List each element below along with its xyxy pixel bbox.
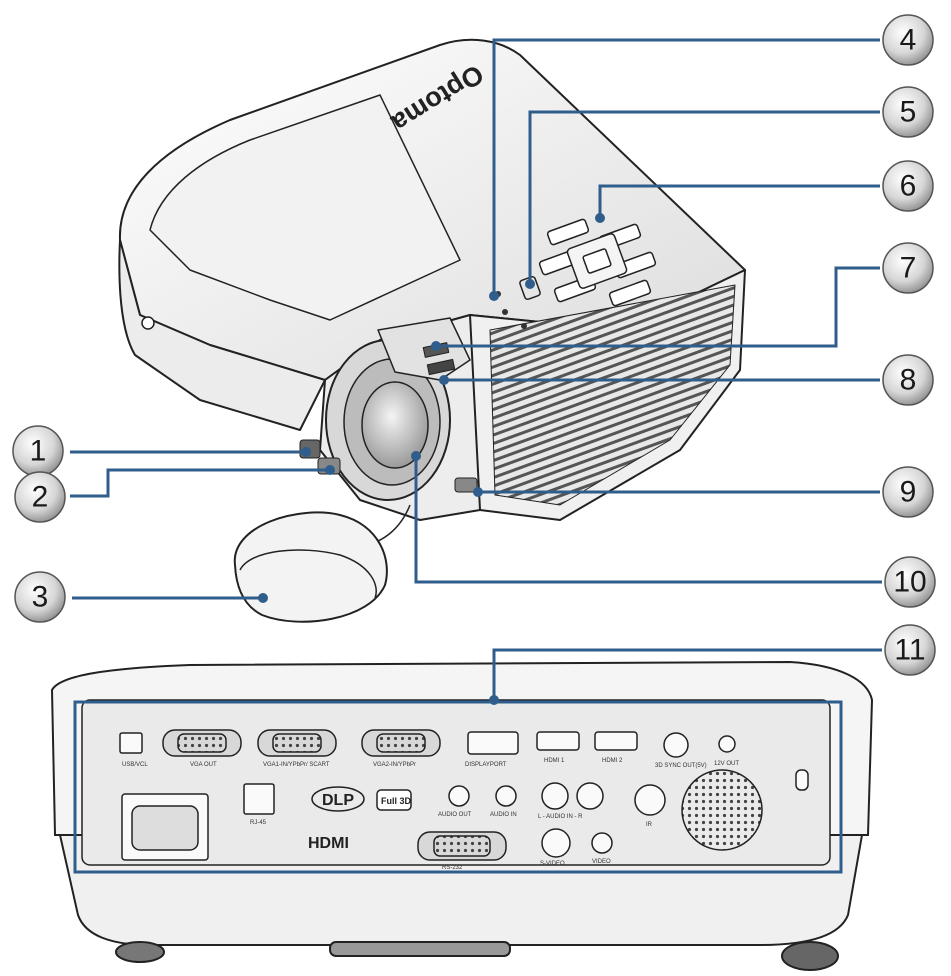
speaker-grille xyxy=(681,769,763,851)
svg-text:1: 1 xyxy=(30,435,47,468)
lens-cap-rim xyxy=(239,549,377,599)
port-label: RJ-45 xyxy=(250,820,267,826)
port-label: RS-232 xyxy=(442,865,463,871)
leader-dots xyxy=(258,213,605,705)
full-3d-logo: Full 3D xyxy=(381,796,412,806)
usb-port xyxy=(119,732,143,754)
svg-text:5: 5 xyxy=(900,96,917,129)
led-indicator-2 xyxy=(502,309,508,315)
power-socket xyxy=(121,793,209,861)
svg-text:4: 4 xyxy=(900,24,917,57)
callout-8: 8 xyxy=(882,354,934,406)
focus-ring xyxy=(426,358,456,376)
hdmi1-port xyxy=(536,731,580,751)
3d-sync-port xyxy=(663,732,689,758)
port-label: DISPLAYPORT xyxy=(465,762,507,768)
port-label: S-VIDEO xyxy=(540,861,565,867)
audio-out-jack xyxy=(448,785,470,807)
lamp-cover xyxy=(149,94,461,321)
port-label: VGA OUT xyxy=(190,762,217,768)
leader-line-10 xyxy=(414,456,882,584)
port-label: L - AUDIO IN - R xyxy=(538,814,583,820)
callout-bubbles: 1 2 3 4 5 6 7 8 9 10 11 xyxy=(12,14,936,676)
callout-3: 3 xyxy=(14,571,66,623)
hdmi-logo: HDMI xyxy=(308,835,349,852)
audio-r-jack xyxy=(576,782,604,810)
ir-receiver xyxy=(454,477,478,493)
port-label: 12V OUT xyxy=(714,761,739,767)
rj45-port xyxy=(243,783,275,815)
leader-line-2 xyxy=(70,468,330,498)
port-label: AUDIO IN xyxy=(490,812,517,818)
port-label: USB/VCL xyxy=(122,762,148,768)
port-labels: USB/VCL VGA OUT VGA1-IN/YPbPr/ SCART VGA… xyxy=(122,758,739,871)
svg-text:7: 7 xyxy=(900,252,917,285)
rear-foot-center xyxy=(329,941,511,957)
svg-text:2: 2 xyxy=(32,481,49,514)
projector-rear-view xyxy=(50,660,874,971)
ir-sensor xyxy=(634,784,666,816)
port-label: AUDIO OUT xyxy=(438,812,472,818)
s-video-port xyxy=(541,828,571,858)
projector-left-side xyxy=(118,239,326,431)
callout-11: 11 xyxy=(884,624,936,676)
port-label: VGA1-IN/YPbPr/ SCART xyxy=(263,762,330,768)
svg-text:11: 11 xyxy=(894,634,925,667)
vga-out-port xyxy=(162,729,242,757)
leader-line-11 xyxy=(492,648,882,700)
dlp-logo: DLP xyxy=(322,792,354,809)
projector-front-view xyxy=(118,38,746,623)
svg-text:10: 10 xyxy=(893,566,926,599)
audio-l-jack xyxy=(541,782,569,810)
12v-out-port xyxy=(718,735,736,753)
callout-10: 10 xyxy=(884,556,936,608)
audio-in-jack xyxy=(495,785,517,807)
control-panel xyxy=(538,218,657,307)
leader-lines xyxy=(70,38,882,874)
port-label: HDMI 2 xyxy=(602,758,623,764)
callout-7: 7 xyxy=(882,242,934,294)
port-label: HDMI 1 xyxy=(544,758,565,764)
displayport-port xyxy=(467,731,519,755)
svg-text:3: 3 xyxy=(32,581,49,614)
callout-2: 2 xyxy=(14,471,66,523)
video-port xyxy=(591,832,613,854)
side-vent xyxy=(489,284,736,506)
kensington-lock xyxy=(795,769,809,791)
leader-line-5 xyxy=(528,110,880,284)
leader-line-7 xyxy=(436,266,880,348)
leader-line-4 xyxy=(492,38,880,296)
rear-foot-right xyxy=(781,941,839,971)
vga2-in-port xyxy=(361,729,441,757)
port-label: VGA2-IN/YPbPr xyxy=(373,762,416,768)
lens-cap xyxy=(233,511,388,623)
svg-text:6: 6 xyxy=(900,170,917,203)
rear-ports xyxy=(119,729,809,861)
svg-text:9: 9 xyxy=(900,476,917,509)
callout-4: 4 xyxy=(882,14,934,66)
hdmi2-port xyxy=(594,731,638,751)
callout-1: 1 xyxy=(12,425,64,477)
port-label: 3D SYNC OUT(5V) xyxy=(655,763,707,769)
rs232-port xyxy=(417,831,507,861)
rear-foot-left xyxy=(115,941,165,963)
callout-9: 9 xyxy=(882,466,934,518)
vga1-in-port xyxy=(257,729,337,757)
port-label: VIDEO xyxy=(592,859,611,865)
callout-6: 6 xyxy=(882,160,934,212)
leader-box-11 xyxy=(73,700,843,874)
svg-text:8: 8 xyxy=(900,364,917,397)
leader-line-6 xyxy=(598,184,880,218)
lens-glass xyxy=(361,381,429,469)
led-indicator-3 xyxy=(521,323,527,329)
port-label: IR xyxy=(646,822,653,828)
screw-hole xyxy=(141,316,155,330)
rear-logos: DLP Full 3D HDMI xyxy=(308,786,412,852)
callout-5: 5 xyxy=(882,86,934,138)
